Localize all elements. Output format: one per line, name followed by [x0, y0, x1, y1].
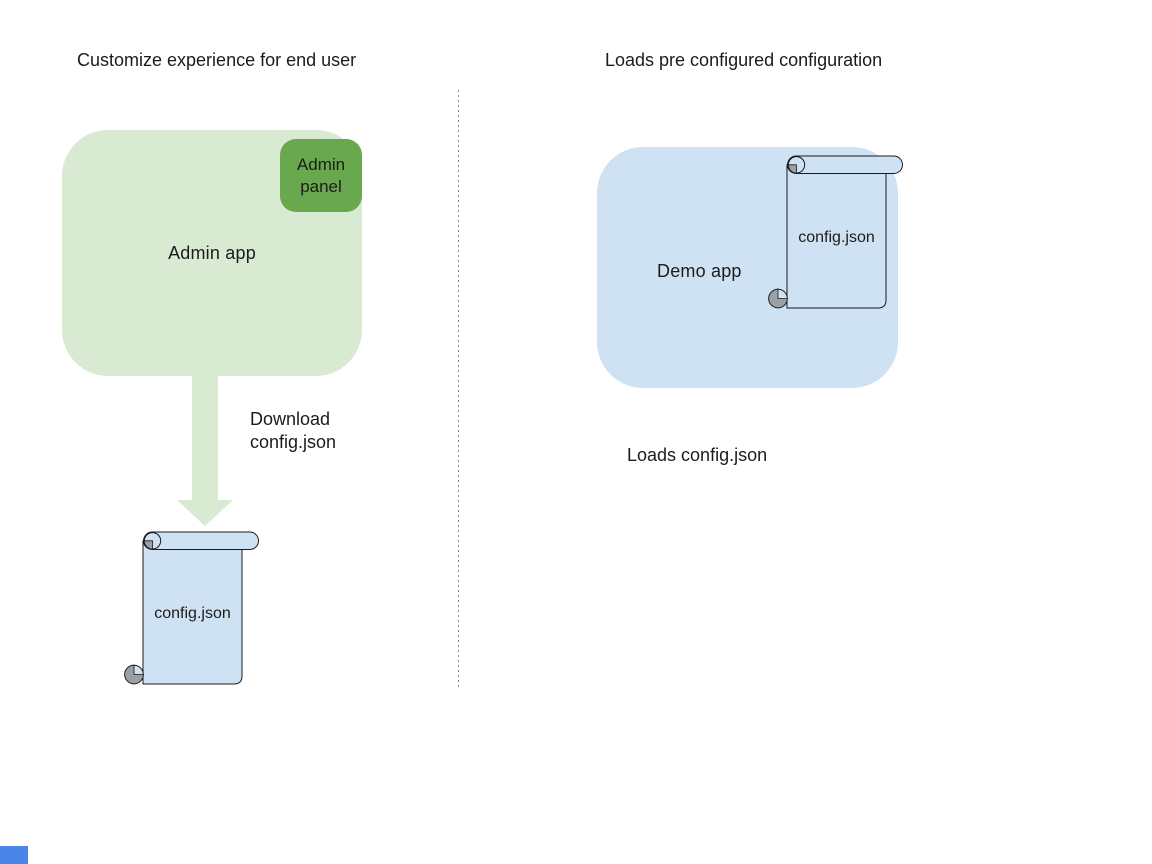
admin-panel-box: Admin panel [280, 139, 362, 212]
blue-corner-shape [0, 846, 28, 864]
admin-app-label: Admin app [168, 242, 256, 263]
loads-config-caption: Loads config.json [627, 445, 768, 465]
scroll-body [142, 540, 243, 685]
scroll-bottom-curl-shade [768, 288, 788, 309]
down-arrow-shape [177, 375, 233, 526]
config-json-scroll-icon [768, 155, 903, 309]
section-divider [458, 90, 459, 688]
download-caption-line1: Download [250, 409, 331, 429]
scroll-top-roll [787, 155, 903, 174]
left-config-file-label: config.json [154, 605, 231, 622]
scroll-top-roll [143, 531, 259, 550]
scroll-top-curl-shade [787, 164, 797, 174]
download-caption-line2: config.json [250, 432, 337, 452]
download-arrow-icon [177, 375, 233, 526]
config-json-scroll-icon [124, 531, 259, 685]
right-column-heading: Loads pre configured configuration [605, 50, 883, 70]
scroll-bottom-curl-shade [124, 664, 144, 685]
right-config-file-label: config.json [798, 229, 875, 246]
scroll-top-curl-shade [143, 540, 153, 550]
left-column-heading: Customize experience for end user [77, 50, 357, 70]
demo-app-label: Demo app [657, 261, 742, 281]
scroll-body [786, 164, 887, 309]
download-caption: Download config.json [250, 408, 336, 454]
admin-panel-label: Admin panel [296, 154, 346, 196]
